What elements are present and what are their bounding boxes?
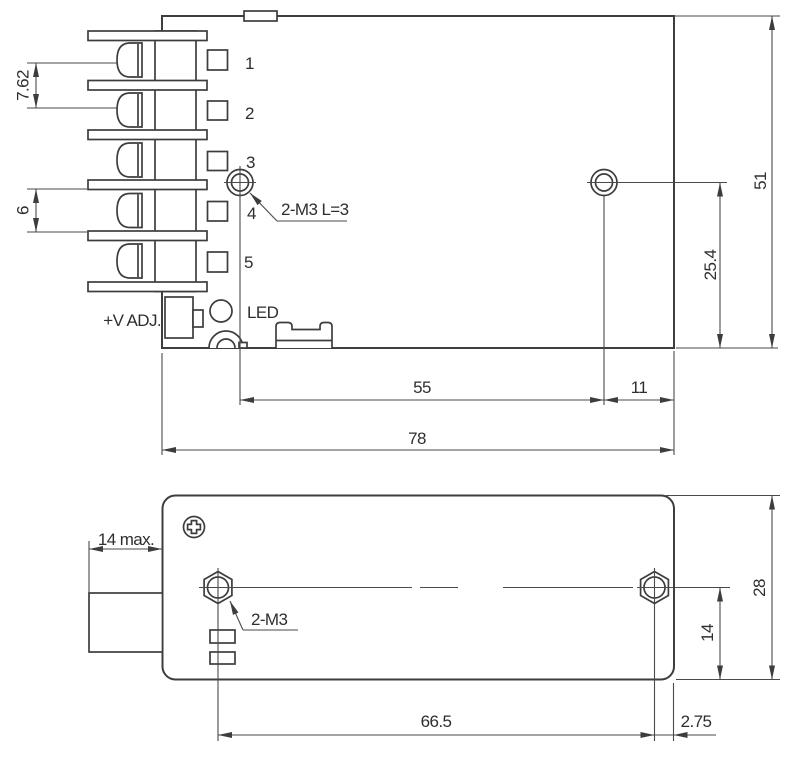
bottom-edge-tab <box>238 341 248 349</box>
dim-height-label: 51 <box>751 172 770 190</box>
dim-hole-to-base-bottom-label: 14 <box>698 624 717 642</box>
dome-feature-inner <box>216 338 236 349</box>
v-adj-potentiometer <box>164 296 194 339</box>
screw-head <box>182 515 206 539</box>
vent-slot-2 <box>209 651 236 665</box>
terminal-block-protrusion <box>88 592 164 653</box>
dim-length-78: 78 <box>161 351 675 455</box>
bottom-view-dimensions: 14 max. 66.5 2.75 14 28 <box>88 494 780 741</box>
dim-hole-to-base-25-4: 25.4 <box>587 181 727 348</box>
dim-slot-label: 6 <box>14 206 33 215</box>
dim-hole-to-edge-2-75: 2.75 <box>654 683 716 741</box>
dim-terminal-depth: 14 max. <box>88 530 162 593</box>
terminal-screws <box>116 42 143 279</box>
terminal-barriers <box>87 30 208 293</box>
dim-pitch-label: 7.62 <box>14 70 33 101</box>
dim-hole-span-66-5: 66.5 <box>218 712 655 738</box>
dim-hole-to-base-14: 14 <box>676 587 780 681</box>
hole-callout-top-label: 2-M3 L=3 <box>281 200 349 219</box>
v-adj-potentiometer-tab <box>192 309 204 328</box>
terminal-3-label: 3 <box>246 153 255 172</box>
top-edge-component <box>243 10 278 22</box>
top-view <box>87 10 675 349</box>
hole-callout-top: 2-M3 L=3 <box>249 192 349 222</box>
bottom-view <box>88 494 675 681</box>
dim-height-51: 51 <box>674 15 780 349</box>
terminal-numbers: 1 2 3 4 5 <box>244 54 257 272</box>
top-view-dimensions: 7.62 6 51 25.4 55 <box>14 15 780 455</box>
dim-hole-to-base-label: 25.4 <box>701 250 720 281</box>
dim-hole-to-edge-bottom-label: 2.75 <box>681 712 712 731</box>
dim-slot: 6 <box>14 188 87 233</box>
hole-callout-bottom: 2-M3 <box>229 600 298 631</box>
dim-height-28: 28 <box>666 494 780 680</box>
terminal-2-label: 2 <box>245 104 254 123</box>
v-adj-label: +V ADJ. <box>103 311 161 330</box>
dim-hole-span-bottom-label: 66.5 <box>421 712 452 731</box>
dim-length-label: 78 <box>408 429 426 448</box>
led-label: LED <box>247 303 279 322</box>
dim-hole-to-edge-label: 11 <box>631 378 648 397</box>
vent-slot-1 <box>209 629 236 644</box>
terminal-1-label: 1 <box>245 54 254 73</box>
terminal-5-label: 5 <box>244 253 253 272</box>
terminal-4-label: 4 <box>247 204 256 223</box>
led-indicator <box>209 299 233 323</box>
hole-callout-bottom-label: 2-M3 <box>251 610 287 629</box>
terminal-pads <box>206 49 229 273</box>
dim-height-bottom-label: 28 <box>750 579 769 597</box>
dim-hole-span-label: 55 <box>413 378 431 397</box>
dim-pitch: 7.62 <box>14 62 117 109</box>
connector-clip <box>275 321 333 348</box>
dim-hole-span-55: 55 <box>240 378 604 403</box>
dim-hole-to-edge-11: 11 <box>604 378 674 403</box>
terminal-block-body <box>154 30 197 293</box>
dim-terminal-depth-label: 14 max. <box>98 530 154 549</box>
